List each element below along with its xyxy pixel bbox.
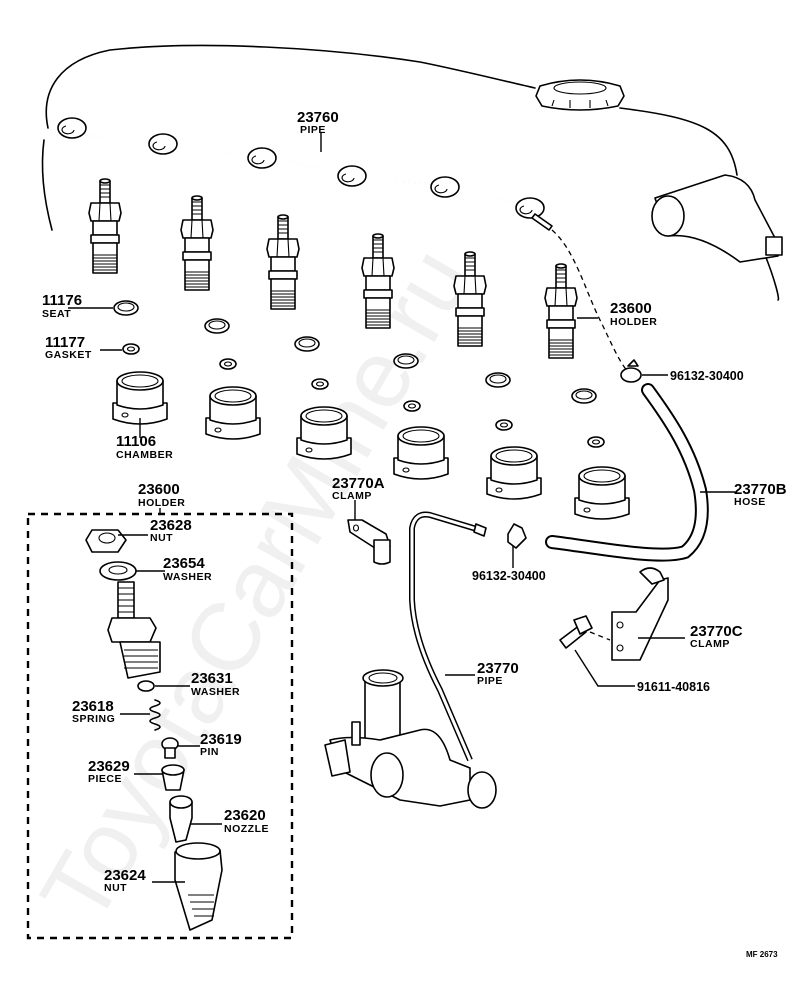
callout-clip-96132-top[interactable]: 96132-30400 xyxy=(670,369,744,383)
svg-text:23770B: 23770B xyxy=(734,481,787,498)
svg-text:23628: 23628 xyxy=(150,517,192,534)
svg-text:23654: 23654 xyxy=(163,555,205,572)
callout-pin-23619[interactable]: 23619 PIN xyxy=(200,731,242,758)
callout-washer-23631[interactable]: 23631 WASHER xyxy=(191,670,240,698)
oil-filler-cap-icon xyxy=(535,79,625,111)
svg-text:PIN: PIN xyxy=(200,746,219,758)
svg-text:HOLDER: HOLDER xyxy=(138,497,185,509)
svg-text:23770: 23770 xyxy=(477,660,519,677)
svg-text:11106: 11106 xyxy=(116,433,156,450)
callout-clip-96132-mid[interactable]: 96132-30400 xyxy=(472,569,546,583)
svg-text:23618: 23618 xyxy=(72,698,114,715)
svg-text:PIPE: PIPE xyxy=(477,675,503,687)
callout-piece-23629[interactable]: 23629 PIECE xyxy=(88,758,130,785)
callout-holder-23600-box[interactable]: 23600 HOLDER xyxy=(138,481,185,509)
svg-text:23760: 23760 xyxy=(297,109,339,126)
callout-washer-23654[interactable]: 23654 WASHER xyxy=(163,555,212,583)
svg-text:91611-40816: 91611-40816 xyxy=(637,680,710,694)
svg-text:HOSE: HOSE xyxy=(734,496,766,508)
callout-gasket-11177[interactable]: 11177 GASKET xyxy=(45,334,92,361)
callout-bolt-91611[interactable]: 91611-40816 xyxy=(637,680,710,694)
svg-text:23600: 23600 xyxy=(138,481,180,498)
clamp-23770a-icon xyxy=(347,519,391,565)
callout-chamber-11106[interactable]: 11106 CHAMBER xyxy=(116,433,173,461)
callout-pipe-23770[interactable]: 23770 PIPE xyxy=(477,660,519,687)
svg-text:23629: 23629 xyxy=(88,758,130,775)
hose-clip-icon xyxy=(620,359,642,383)
svg-text:23631: 23631 xyxy=(191,670,233,687)
svg-text:PIPE: PIPE xyxy=(300,124,326,136)
svg-text:GASKET: GASKET xyxy=(45,349,92,361)
svg-text:23600: 23600 xyxy=(610,300,652,317)
svg-text:WASHER: WASHER xyxy=(163,571,212,583)
svg-text:WASHER: WASHER xyxy=(191,686,240,698)
callout-nut-23624[interactable]: 23624 NUT xyxy=(104,867,146,894)
clamp-23770c-bracket xyxy=(611,567,669,661)
svg-text:SPRING: SPRING xyxy=(72,713,115,725)
pipe-23770 xyxy=(409,511,487,762)
callout-spring-23618[interactable]: 23618 SPRING xyxy=(72,698,115,725)
cylinder-head-outline xyxy=(41,44,780,301)
svg-text:HOLDER: HOLDER xyxy=(610,316,657,328)
svg-text:NOZZLE: NOZZLE xyxy=(224,823,269,835)
svg-text:PIECE: PIECE xyxy=(88,773,122,785)
callout-holder-23600-top[interactable]: 23600 HOLDER xyxy=(610,300,657,328)
callout-clamp-23770a[interactable]: 23770A CLAMP xyxy=(332,475,385,502)
svg-text:CLAMP: CLAMP xyxy=(332,490,372,502)
figure-code: MF 2673 xyxy=(746,950,778,959)
overflow-valve-body-icon xyxy=(324,669,497,809)
svg-text:CHAMBER: CHAMBER xyxy=(116,449,173,461)
svg-text:11176: 11176 xyxy=(42,292,82,309)
hose-23770b xyxy=(545,383,709,562)
return-pipe-23760 xyxy=(57,117,629,373)
bolt-91611-icon xyxy=(559,615,611,649)
svg-text:23624: 23624 xyxy=(104,867,146,884)
callout-hose-23770b[interactable]: 23770B HOSE xyxy=(734,481,787,508)
injector-row xyxy=(88,178,578,359)
svg-text:96132-30400: 96132-30400 xyxy=(472,569,546,583)
svg-text:23770C: 23770C xyxy=(690,623,743,640)
svg-text:96132-30400: 96132-30400 xyxy=(670,369,744,383)
callout-seat-11176[interactable]: 11176 SEAT xyxy=(42,292,82,320)
leader-lines xyxy=(68,132,735,883)
callout-nozzle-23620[interactable]: 23620 NOZZLE xyxy=(224,807,269,835)
svg-text:23770A: 23770A xyxy=(332,475,385,492)
callout-clamp-23770c[interactable]: 23770C CLAMP xyxy=(690,623,743,650)
pipe-clip-icon xyxy=(507,523,527,549)
svg-text:NUT: NUT xyxy=(104,882,127,894)
svg-text:CLAMP: CLAMP xyxy=(690,638,730,650)
svg-text:23619: 23619 xyxy=(200,731,242,748)
water-outlet-icon xyxy=(651,174,783,263)
svg-text:23620: 23620 xyxy=(224,807,266,824)
exploded-holder-parts xyxy=(85,529,223,931)
svg-text:NUT: NUT xyxy=(150,532,173,544)
callout-pipe-23760[interactable]: 23760 PIPE xyxy=(297,109,339,136)
callout-nut-23628[interactable]: 23628 NUT xyxy=(150,517,192,544)
svg-text:11177: 11177 xyxy=(45,334,85,351)
svg-text:SEAT: SEAT xyxy=(42,308,71,320)
